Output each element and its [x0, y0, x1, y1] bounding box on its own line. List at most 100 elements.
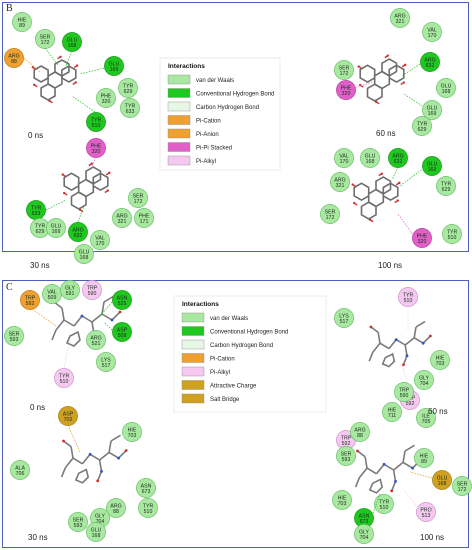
interaction-line — [67, 424, 81, 453]
interaction-line — [391, 166, 399, 181]
residue-name: HIE — [388, 407, 397, 413]
ligand-bond — [110, 434, 121, 442]
oxygen-atom — [108, 171, 111, 175]
residue-name: TYR — [123, 83, 134, 89]
interaction-line — [111, 435, 125, 453]
residue-circle — [4, 48, 24, 68]
ligand-bond — [364, 456, 368, 469]
residue-circle — [350, 422, 370, 442]
legend-swatch — [167, 88, 191, 98]
residue-name: ARG — [110, 503, 121, 509]
residue-number: 632 — [426, 63, 435, 69]
nitrogen-atom — [411, 466, 414, 470]
residue-number: 168 — [442, 89, 451, 95]
residue-circle — [436, 176, 456, 196]
ligand-bond — [413, 326, 417, 338]
residue-name: TRP — [25, 295, 36, 301]
residue-name: TYR — [31, 205, 42, 211]
legend-swatch — [181, 380, 205, 390]
ligand-bond — [379, 342, 390, 350]
ligand-structure — [61, 162, 111, 213]
ligand-bond — [118, 449, 127, 459]
residue-circle — [54, 368, 74, 388]
ligand-bond — [377, 332, 381, 344]
residue-name: HIE — [436, 355, 445, 361]
residue-name: GLU — [67, 37, 78, 43]
legend-item-label: van der Waals — [210, 316, 248, 322]
residue-name: SER — [339, 65, 350, 71]
residue-name: GLU — [365, 153, 376, 159]
residue-circle — [336, 80, 356, 100]
residue-name: VAL — [47, 289, 57, 295]
ligand-bond — [81, 453, 91, 465]
residue-number: 320 — [342, 91, 351, 97]
residue-number: 170 — [96, 241, 105, 247]
ligand-structure — [351, 172, 401, 223]
time-label-b0: 0 ns — [28, 131, 43, 140]
residue-circle — [432, 470, 452, 490]
residue-name: SER — [325, 209, 336, 215]
time-label-b60: 60 ns — [376, 129, 396, 138]
residue-circle — [136, 478, 156, 498]
legend-swatch — [181, 353, 205, 363]
ligand-bond — [96, 471, 103, 482]
ligand-ring — [85, 166, 102, 185]
residue-name: VAL — [339, 153, 349, 159]
residue-name: GLU — [427, 105, 438, 111]
residue-number: 510 — [60, 379, 69, 385]
residue-circle — [46, 218, 66, 238]
nitrogen-atom — [100, 470, 103, 473]
residue-circle — [86, 112, 106, 132]
residue-number: 592 — [406, 401, 415, 407]
ligand-bond — [98, 459, 103, 472]
residue-name: ARG — [392, 153, 403, 159]
ligand-bond — [404, 444, 415, 452]
ligand-ring — [40, 83, 56, 101]
interaction-line — [23, 57, 41, 73]
residue-number: 168 — [68, 43, 77, 49]
oxygen-atom — [59, 55, 62, 58]
legend-item-label: Conventional Hydrogen Bond — [196, 92, 274, 98]
interaction-line — [399, 167, 425, 187]
interaction-line — [409, 471, 433, 479]
legend-item-label: Pi-Cation — [196, 119, 221, 125]
residue-name: GLU — [109, 61, 120, 67]
residue-circle — [86, 522, 106, 542]
ligand-ring — [74, 468, 90, 484]
oxygen-atom — [369, 325, 373, 329]
oxygen-atom — [62, 191, 66, 195]
oxygen-atom — [124, 449, 128, 452]
legend-swatch — [167, 74, 191, 85]
residue-name: PHE — [139, 213, 150, 219]
legend-item-label: Pi-Alkyl — [210, 370, 230, 376]
residue-number: 172 — [458, 487, 467, 493]
residue-name: ARG — [394, 13, 405, 19]
residue-number: 632 — [394, 159, 403, 165]
residue-circle — [90, 230, 110, 250]
ligand-ring — [54, 59, 70, 77]
ligand-ring — [381, 352, 396, 368]
ligand-bond — [404, 337, 415, 346]
interaction-line — [63, 339, 71, 369]
residue-number: 517 — [340, 319, 349, 325]
